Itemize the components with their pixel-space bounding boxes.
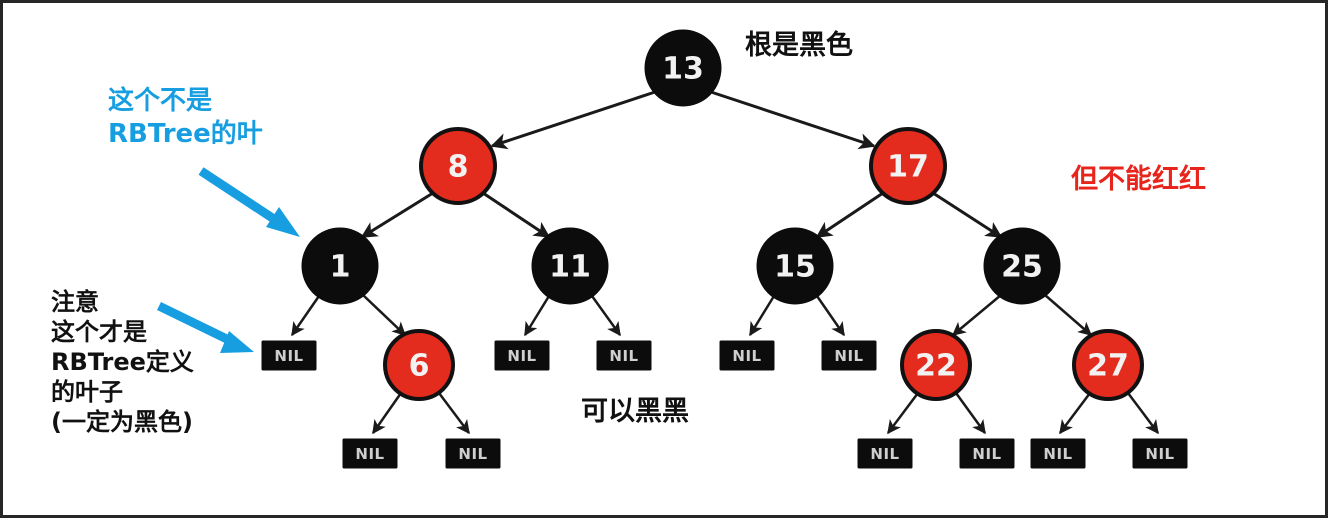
edge-22-nil9 [954,392,987,435]
annotation-not-rbtree-leaf: 这个不是 RBTree的叶 [108,86,263,149]
edge-13-17 [710,90,876,150]
edge-17-15 [815,191,884,239]
nil-label: NIL [609,347,638,365]
edge-11-nil3 [590,295,622,337]
nil-label: NIL [1043,445,1072,463]
node-label: 8 [448,150,469,185]
node-11: 11 [531,227,609,305]
node-label: 15 [774,250,816,285]
edge-22-nil8 [887,392,919,435]
nil-label: NIL [732,347,761,365]
nil-nodes: NIL NIL NIL NIL NIL NIL [261,340,1188,469]
nil-node: NIL [719,340,775,371]
edge-25-27 [1044,294,1093,336]
nil-label: NIL [355,445,384,463]
node-label: 17 [887,150,929,185]
edge-15-nil5 [815,295,846,337]
nil-node: NIL [342,438,398,469]
nil-label: NIL [274,347,303,365]
nil-node: NIL [821,340,877,371]
node-label: 11 [549,250,591,285]
node-13: 13 [644,29,722,107]
edge-11-nil2 [523,295,551,337]
tree-nodes: 13 8 17 1 11 15 [301,29,1144,401]
nil-node: NIL [494,340,550,371]
node-1: 1 [301,227,379,305]
annotation-no-red-red: 但不能红红 [1071,164,1206,195]
tree-graphic: NIL NIL NIL NIL NIL NIL [157,29,1188,469]
nil-node: NIL [1132,438,1188,469]
nil-node: NIL [959,438,1015,469]
nil-label: NIL [458,445,487,463]
node-8: 8 [419,127,497,205]
edge-27-nil10 [1059,392,1091,435]
node-label: 27 [1087,349,1129,384]
edge-1-nil1 [290,295,321,337]
edge-13-8 [490,90,656,150]
annotation-root-is-black: 根是黑色 [745,30,853,61]
nil-node: NIL [596,340,652,371]
edge-6-nil6 [371,392,403,435]
nil-label: NIL [1145,445,1174,463]
node-15: 15 [756,227,834,305]
nil-label: NIL [972,445,1001,463]
node-25: 25 [983,227,1061,305]
node-label: 6 [409,349,430,384]
edge-1-6 [362,294,406,336]
node-22: 22 [900,329,972,401]
edge-27-nil11 [1127,392,1159,435]
edge-17-25 [932,191,1003,239]
node-6: 6 [383,329,455,401]
node-label: 22 [915,349,957,384]
node-label: 1 [330,250,351,285]
edges [290,90,1159,435]
annotation-arrows [157,167,300,353]
node-label: 13 [662,52,704,87]
blue-arrow-to-node-1 [198,167,300,237]
node-label: 25 [1001,250,1043,285]
nil-node: NIL [445,438,501,469]
nil-node: NIL [857,438,913,469]
edge-8-11 [482,191,551,239]
nil-label: NIL [870,445,899,463]
nil-node: NIL [261,340,317,371]
edge-25-22 [951,294,1002,336]
annotation-black-black-ok: 可以黑黑 [581,396,689,427]
annotation-notice-real-leaf: 注意 这个才是 RBTree定义 的叶子 (一定为黑色) [51,288,194,436]
nil-label: NIL [507,347,536,365]
node-27: 27 [1072,329,1144,401]
edge-15-nil4 [748,295,776,337]
blue-arrow-to-nil-leaf [157,301,254,353]
nil-node: NIL [1030,438,1086,469]
edge-6-nil7 [438,392,470,435]
node-17: 17 [869,127,947,205]
edge-8-1 [360,191,434,239]
nil-label: NIL [834,347,863,365]
